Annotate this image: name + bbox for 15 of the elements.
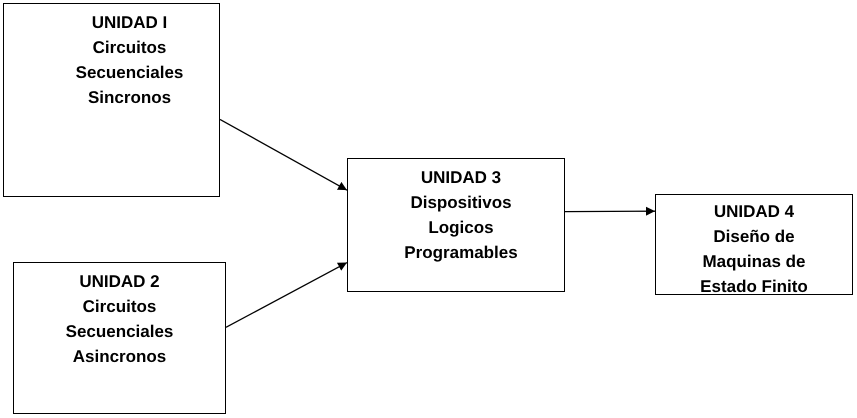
unit-description: Circuitos Secuenciales Asincronos <box>64 296 174 368</box>
arrow <box>565 206 655 216</box>
arrow <box>226 262 348 328</box>
unit-title: UNIDAD I <box>90 12 168 34</box>
unit-title: UNIDAD 4 <box>712 201 796 223</box>
unit-description: Diseño de Maquinas de Estado Finito <box>699 226 809 298</box>
unit-box <box>13 262 226 414</box>
unit-box <box>655 194 853 295</box>
unit-box <box>347 158 565 292</box>
unit-description: Circuitos Secuenciales Sincronos <box>74 37 184 109</box>
unit-title: UNIDAD 3 <box>420 167 502 189</box>
unit-description: Dispositivos Logicos Programables <box>403 192 519 264</box>
arrow <box>220 118 348 191</box>
unit-title: UNIDAD 2 <box>78 271 161 293</box>
unit-box <box>3 3 220 197</box>
